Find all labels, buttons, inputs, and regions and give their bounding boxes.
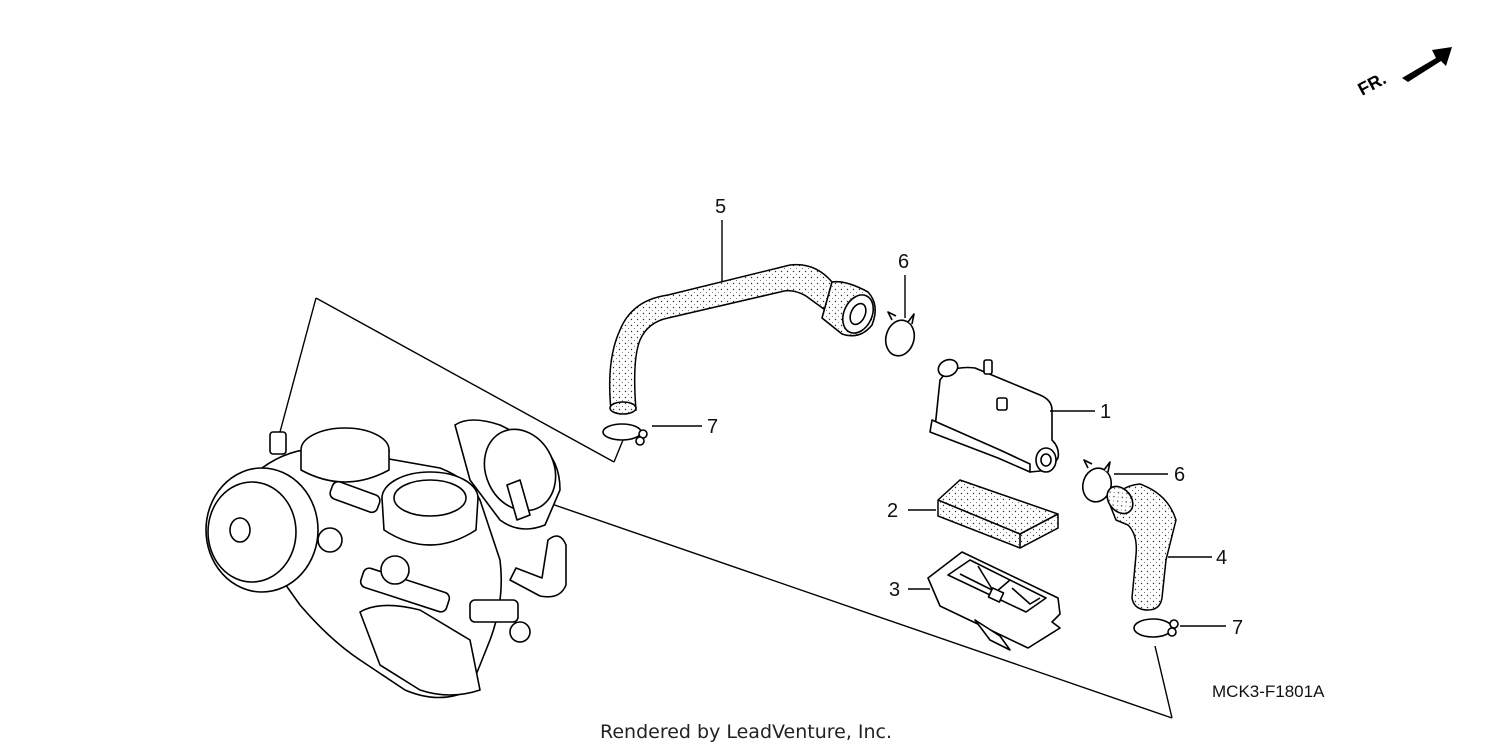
front-direction-label: FR. (1354, 68, 1389, 99)
callout-4: 4 (1216, 547, 1227, 569)
clamp-part-7-lower (1133, 618, 1179, 638)
callout-1: 1 (1100, 401, 1111, 423)
reference-lines (279, 297, 1173, 719)
hose-part-5 (608, 263, 876, 415)
callout-2: 2 (887, 500, 898, 522)
callout-6-upper: 6 (898, 251, 909, 273)
callout-3: 3 (889, 579, 900, 601)
elbow-hose-part-4 (1106, 483, 1177, 611)
callout-6-lower: 6 (1174, 464, 1185, 486)
clamp-part-7-upper (602, 423, 648, 446)
diagram-code: MCK3-F1801A (1212, 682, 1325, 701)
leader-lines (652, 220, 1226, 627)
callout-7-lower: 7 (1232, 617, 1243, 639)
filter-element-part-2 (937, 479, 1059, 549)
callout-numbers: 1 2 3 4 5 6 6 7 7 (707, 196, 1243, 639)
clamp-part-6-upper (884, 311, 916, 357)
front-direction-indicator: FR. (1354, 47, 1452, 100)
callout-5: 5 (715, 196, 726, 218)
render-credit: Rendered by LeadVenture, Inc. (600, 721, 892, 743)
air-case-base-part-3 (927, 551, 1061, 651)
front-arrow-icon (1402, 47, 1452, 82)
air-case-cover-part-1 (929, 358, 1060, 473)
carburetor-assembly (205, 419, 567, 699)
callout-7-upper: 7 (707, 416, 718, 438)
